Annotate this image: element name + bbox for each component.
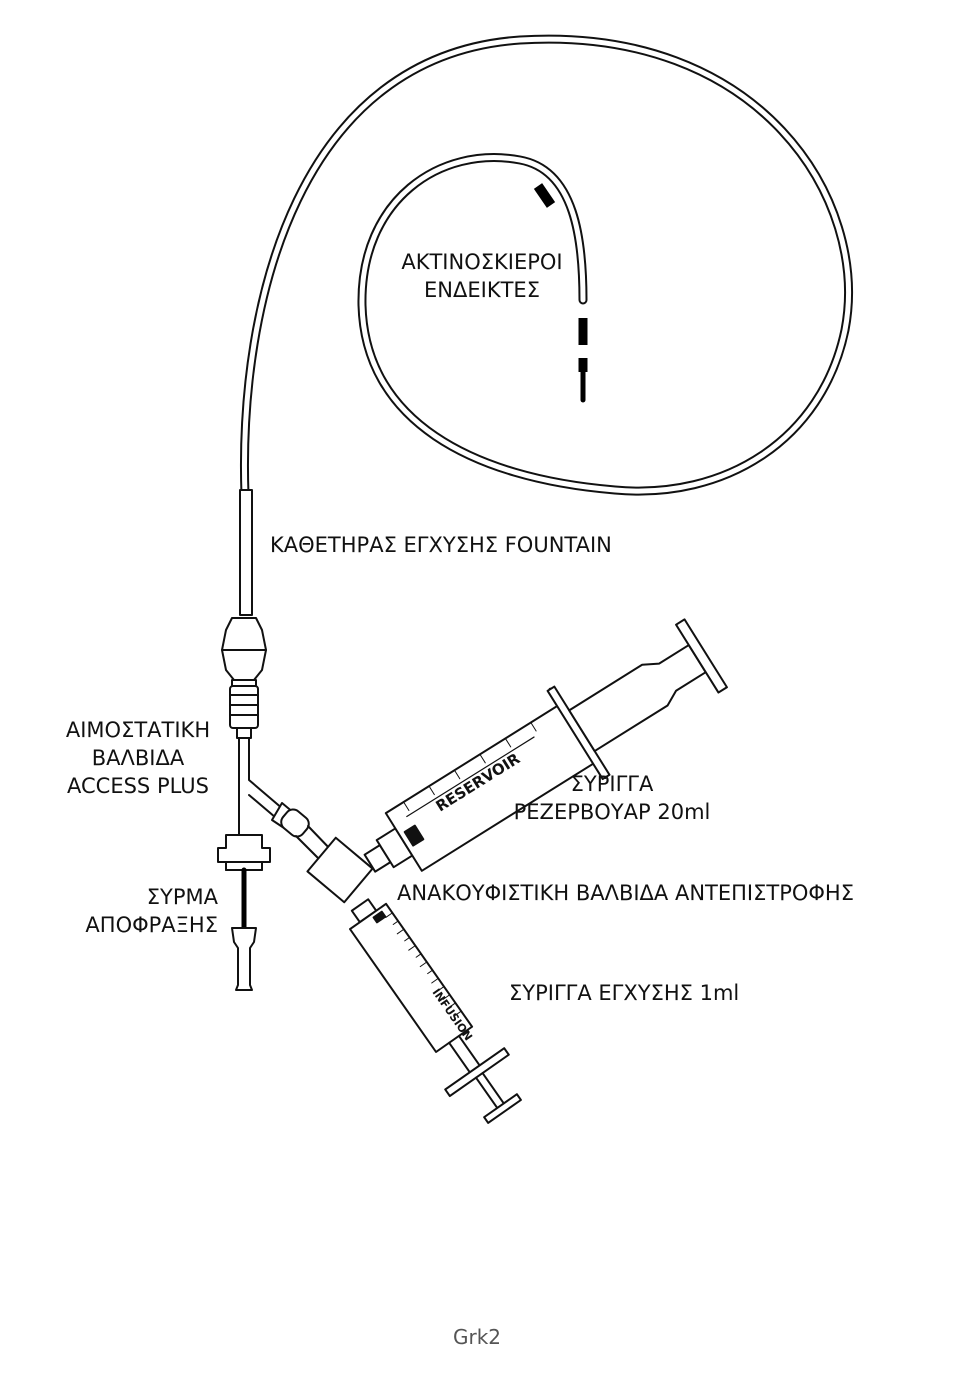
label-markers-line1: ΑΚΤΙΝΟΣΚΙΕΡΟΙ [401, 250, 563, 274]
label-hemostasis-valve: ΑΙΜΟΣΤΑΤΙΚΗ ΒΑΛΒΙΔΑ ACCESS PLUS [48, 716, 228, 800]
side-port-cap [280, 808, 310, 838]
occluding-wire-handle [231, 927, 257, 991]
label-reservoir-line1: ΣΥΡΙΓΓΑ [570, 772, 654, 796]
label-reservoir-syringe: ΣΥΡΙΓΓΑ ΡΕΖΕΡΒΟΥΑΡ 20ml [497, 770, 727, 826]
reservoir-syringe [363, 618, 728, 873]
check-valve-body [306, 836, 374, 904]
label-infusion-syringe: ΣΥΡΙΓΓΑ ΕΓΧΥΣΗΣ 1ml [509, 981, 740, 1005]
infusion-syringe [349, 898, 522, 1124]
footer-code: Grk2 [452, 1325, 502, 1349]
label-wire-line2: ΑΠΟΦΡΑΞΗΣ [85, 913, 218, 937]
label-wire-line1: ΣΥΡΜΑ [146, 885, 218, 909]
label-catheter: ΚΑΘΕΤΗΡΑΣ ΕΓΧΥΣΗΣ FOUNTAIN [270, 533, 612, 557]
label-valve-line1: ΑΙΜΟΣΤΑΤΙΚΗ [65, 718, 211, 742]
radiopaque-marker-1 [533, 183, 556, 208]
label-occluding-wire: ΣΥΡΜΑ ΑΠΟΦΡΑΞΗΣ [60, 883, 218, 939]
label-valve-line3: ACCESS PLUS [67, 774, 209, 798]
label-reservoir-line2: ΡΕΖΕΡΒΟΥΑΡ 20ml [513, 800, 711, 824]
label-radiopaque-markers: ΑΚΤΙΝΟΣΚΙΕΡΟΙ ΕΝΔΕΙΚΤΕΣ [382, 248, 582, 304]
catheter-shaft [239, 489, 253, 616]
label-markers-line2: ΕΝΔΕΙΚΤΕΣ [424, 278, 540, 302]
label-check-valve: ΑΝΑΚΟΥΦΙΣΤΙΚΗ ΒΑΛΒΙΔΑ ΑΝΤΕΠΙΣΤΡΟΦΗΣ [397, 881, 854, 905]
label-valve-line2: ΒΑΛΒΙΔΑ [91, 746, 185, 770]
valve-body [229, 685, 259, 729]
